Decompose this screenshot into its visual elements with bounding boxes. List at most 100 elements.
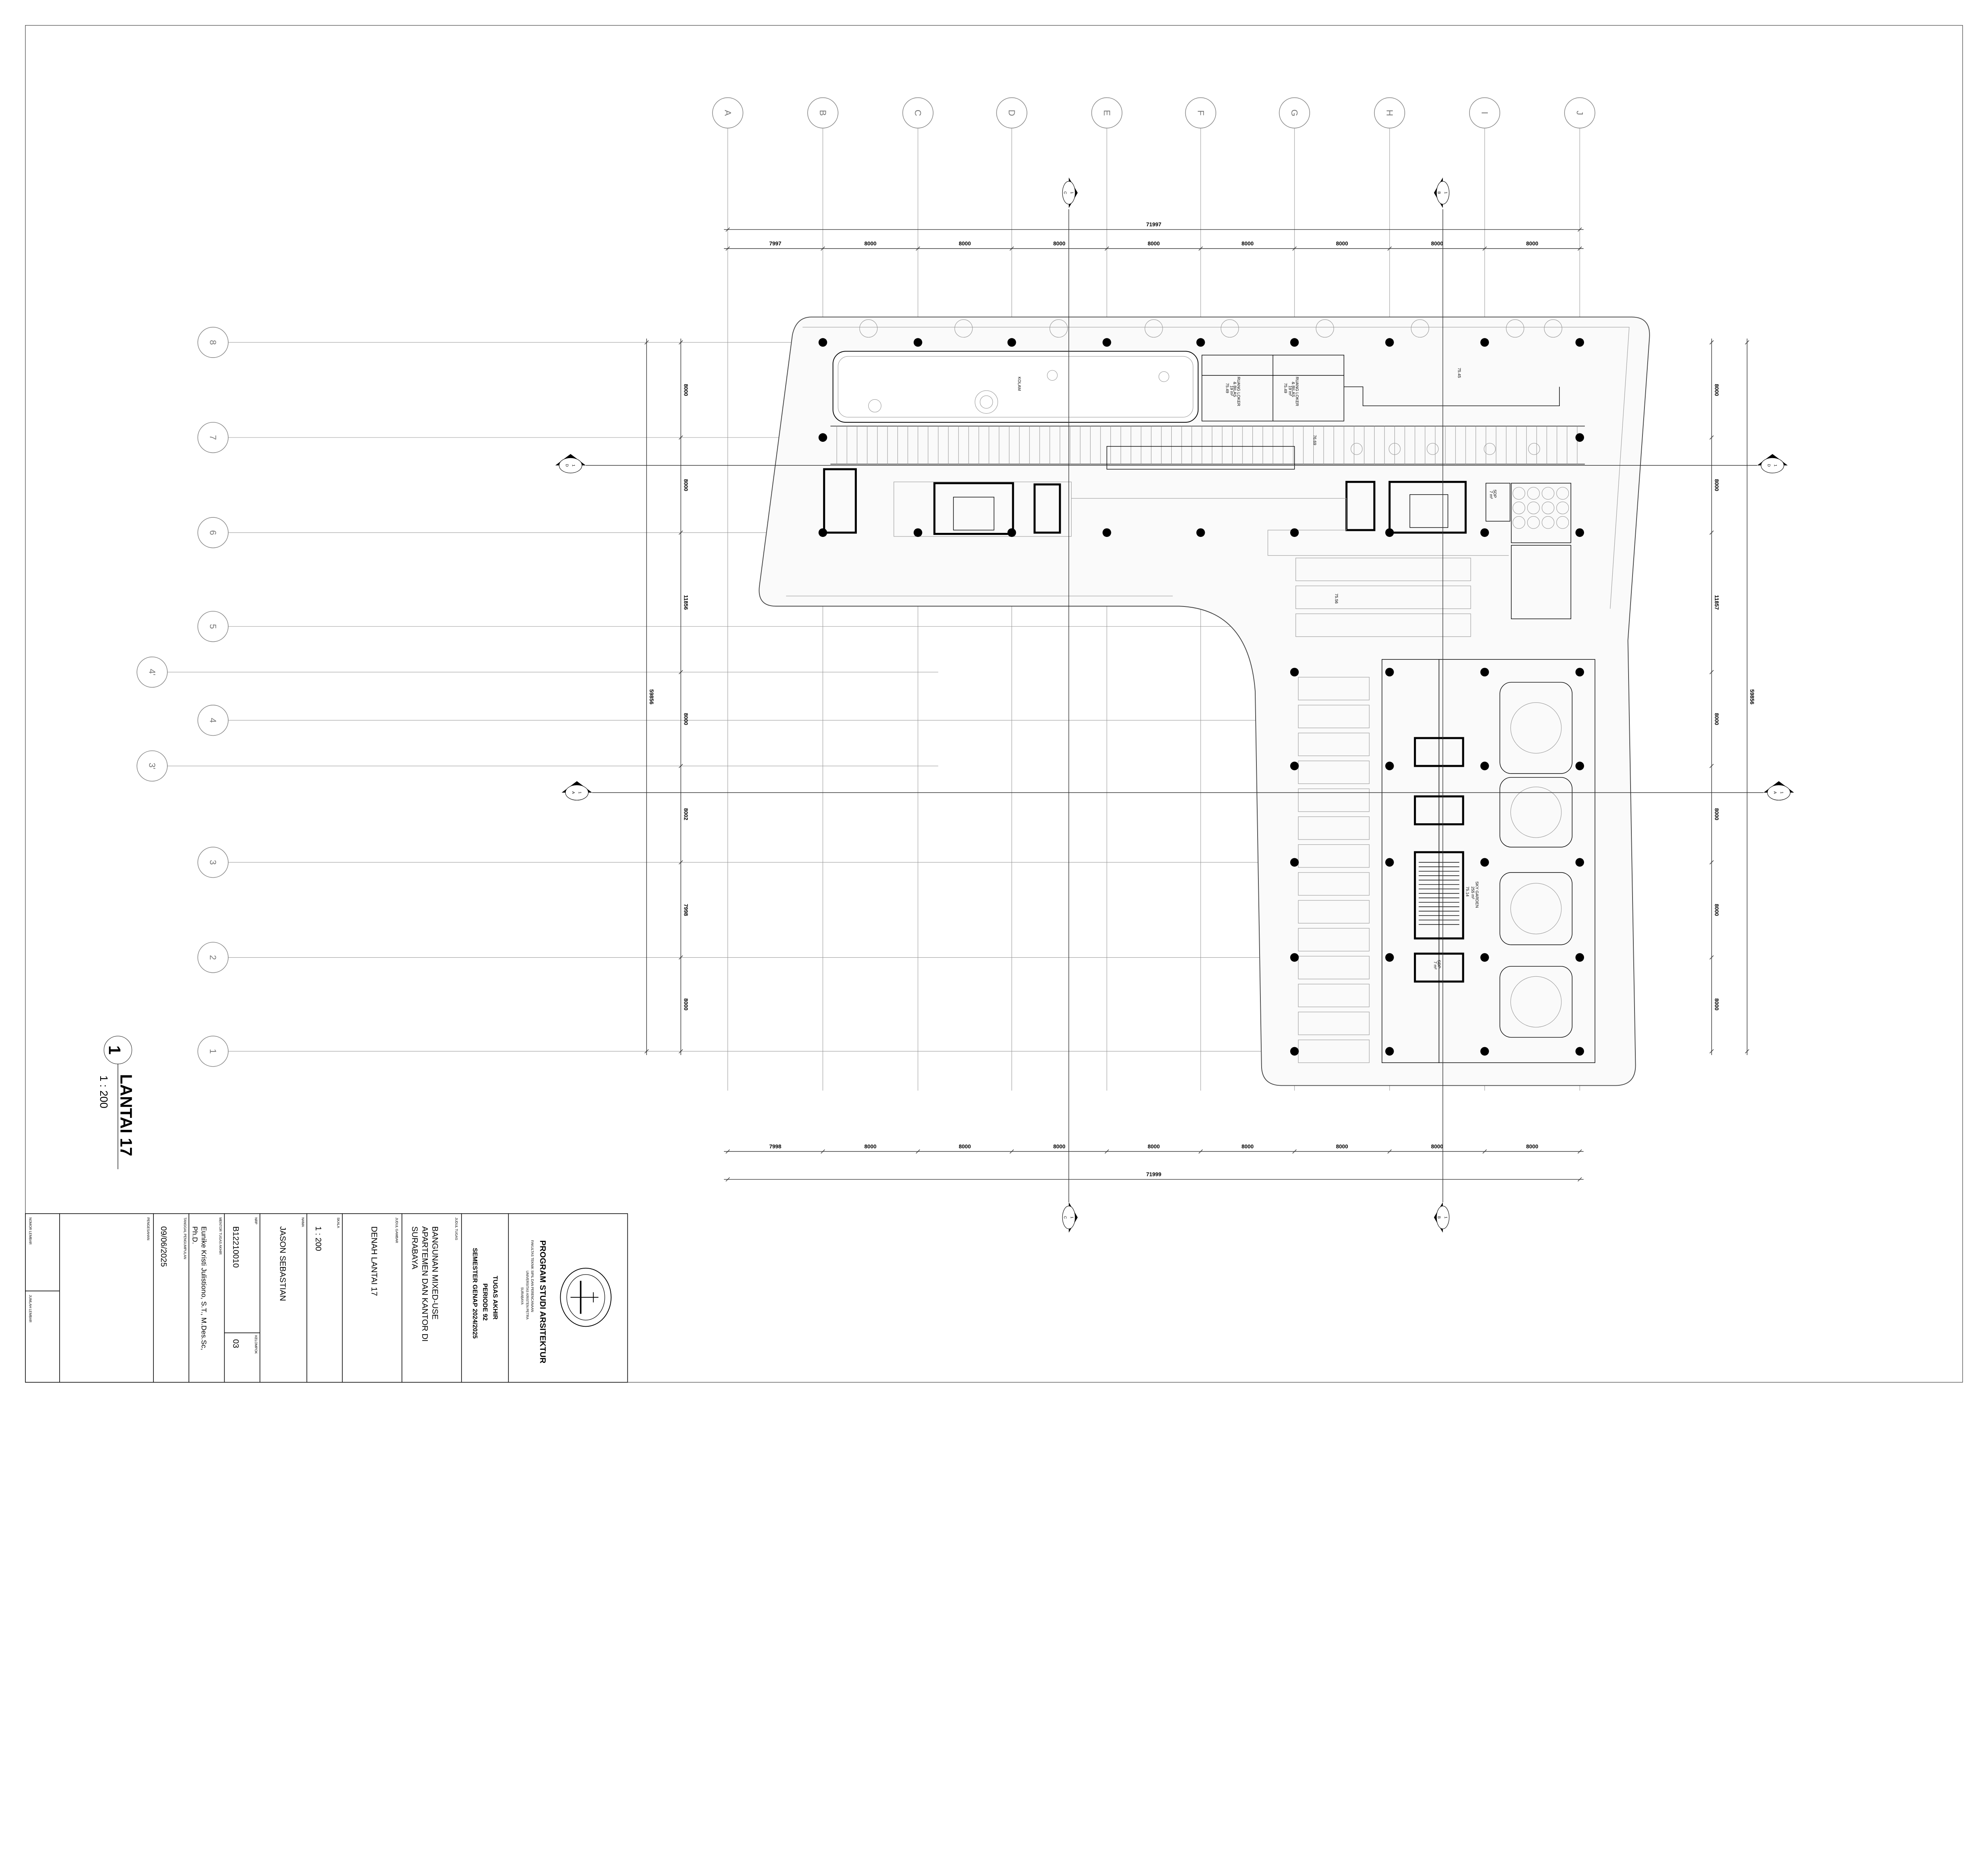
left-overall-dim-tick xyxy=(644,340,649,345)
paving-tile xyxy=(1298,788,1370,812)
top-overall-dim-tick xyxy=(1577,227,1582,232)
bottom-grid-dim-label: 8000 xyxy=(959,1143,971,1149)
program-name: PROGRAM STUDI ARSITEKTUR xyxy=(538,1240,547,1364)
structural-column xyxy=(1480,1047,1489,1056)
pool-ripple xyxy=(868,399,881,412)
grid-label-I: I xyxy=(1480,112,1490,114)
sky-garden-planters xyxy=(1499,682,1573,1038)
tanggal-value: 09/06/2025 xyxy=(159,1226,168,1267)
lift-lower-1 xyxy=(1414,737,1464,767)
top-grid-dim-label: 8000 xyxy=(1053,241,1066,247)
section-bubble xyxy=(565,785,589,801)
right-grid-dim-tick xyxy=(1709,955,1714,960)
tree-icon xyxy=(1049,319,1068,338)
structural-column xyxy=(1385,338,1394,347)
left-grid-dim-label: 8000 xyxy=(683,998,689,1011)
structural-column xyxy=(1290,1047,1299,1056)
grid-bubble-row-2 xyxy=(197,942,229,973)
judul-tugas-label: JUDUL TUGAS xyxy=(454,1217,458,1240)
mentor-label: MENTOR TUGAS AKHIR xyxy=(219,1217,223,1255)
structural-column xyxy=(1007,528,1016,537)
water-tank-icon xyxy=(1556,516,1569,529)
structural-column xyxy=(1196,338,1205,347)
structural-column xyxy=(1480,668,1489,676)
locker-room-1-label: RUANG LOKER & BILAS 19 m² 75.49 xyxy=(1225,377,1241,406)
faculty-name: FAKULTAS TEKNIK SIPIL DAN PERENCANAAN xyxy=(530,1240,534,1312)
course-period: PERIODE 92 xyxy=(481,1283,488,1321)
section-bubble xyxy=(559,457,582,473)
water-tank-icon xyxy=(1541,487,1555,500)
grid-label-J: J xyxy=(1575,111,1585,115)
section-marker-b: 1B xyxy=(1434,177,1450,208)
chair-icon xyxy=(1528,443,1540,455)
top-grid-dim-label: 8000 xyxy=(1148,241,1160,247)
right-grid-dim-label: 8000 xyxy=(1714,384,1720,396)
water-tank-icon xyxy=(1512,516,1526,529)
structural-column xyxy=(1290,953,1299,962)
bottom-overall-dim-label: 71999 xyxy=(1146,1172,1161,1178)
grid-label-A: A xyxy=(723,110,733,116)
water-tank-icon xyxy=(1527,516,1540,529)
structural-column xyxy=(1385,953,1394,962)
locker-room-1-area: 19 m² xyxy=(1229,385,1234,396)
tree-icon xyxy=(1510,787,1562,838)
bottom-grid-dim-tick xyxy=(1482,1149,1487,1154)
section-number: 1 xyxy=(1780,791,1784,793)
section-number: 1 xyxy=(578,791,582,793)
jumlah-lembar-label: JUMLAH LEMBAR xyxy=(28,1295,32,1323)
building-outline xyxy=(759,317,1650,1086)
water-tank-icon xyxy=(1527,501,1540,514)
top-grid-dim-label: 8000 xyxy=(864,241,877,247)
section-marker-d: 1D xyxy=(1757,454,1788,473)
trees xyxy=(859,319,1563,455)
grid-label-row-3': 3' xyxy=(147,763,157,770)
stair-west xyxy=(953,497,994,531)
top-overall-dim-tick xyxy=(726,227,730,232)
structural-column xyxy=(1480,528,1489,537)
structural-column xyxy=(1290,762,1299,770)
grid-label-row-4': 4' xyxy=(147,669,157,676)
grid-label-row-2: 2 xyxy=(208,955,218,960)
top-grid-dim-label: 8000 xyxy=(1336,241,1348,247)
mentor-line-1: Eunike Kristi Julistiono, S.T., M.Des.Sc… xyxy=(200,1226,208,1350)
course-semester: SEMESTER GENAP 2024/2025 xyxy=(471,1248,478,1339)
stair-core-lower xyxy=(1414,851,1464,940)
grid-label-C: C xyxy=(913,110,923,116)
locker-room-1-level: 75.49 xyxy=(1225,383,1229,393)
structural-column xyxy=(1480,858,1489,867)
section-marker-a: 1A xyxy=(561,781,592,801)
water-tank-room xyxy=(1511,483,1571,543)
grid-bubble-row-6 xyxy=(197,517,229,548)
right-grid-dim-label: 8000 xyxy=(1714,713,1720,725)
right-grid-dim-label: 8000 xyxy=(1714,479,1720,491)
shaft-west xyxy=(1033,483,1061,534)
section-number: 1 xyxy=(1773,465,1778,466)
section-bubble xyxy=(1436,1205,1450,1229)
bottom-grid-dim-tick xyxy=(1010,1149,1014,1154)
grid-bubble-row-3' xyxy=(136,750,168,782)
bottom-grid-dim-label: 8000 xyxy=(1242,1143,1254,1149)
grid-bubble-row-5 xyxy=(197,611,229,642)
corridor-outline xyxy=(1071,498,1509,556)
grid-bubble-row-8 xyxy=(197,327,229,358)
section-marker-b: 1B xyxy=(1434,1202,1450,1233)
section-marker-c: 1C xyxy=(1062,177,1078,208)
structural-column xyxy=(913,528,922,537)
section-letter: C xyxy=(1063,191,1067,194)
locker-room-1-name-2: & BILAS xyxy=(1233,382,1237,397)
structural-column xyxy=(1290,528,1299,537)
grid-label-row-1: 1 xyxy=(208,1049,218,1053)
kelompok-value: 03 xyxy=(231,1339,240,1348)
terrace-bench xyxy=(1295,558,1471,581)
structural-column xyxy=(1575,338,1584,347)
section-number: 1 xyxy=(1070,192,1074,194)
bottom-grid-dim-label: 8000 xyxy=(1431,1143,1443,1149)
bottom-grid-dim-tick xyxy=(1387,1149,1392,1154)
nrp-label: NRP xyxy=(254,1217,258,1224)
lift-lower-2 xyxy=(1414,795,1464,826)
section-bubble xyxy=(1436,181,1450,204)
grid-label-H: H xyxy=(1384,110,1394,116)
